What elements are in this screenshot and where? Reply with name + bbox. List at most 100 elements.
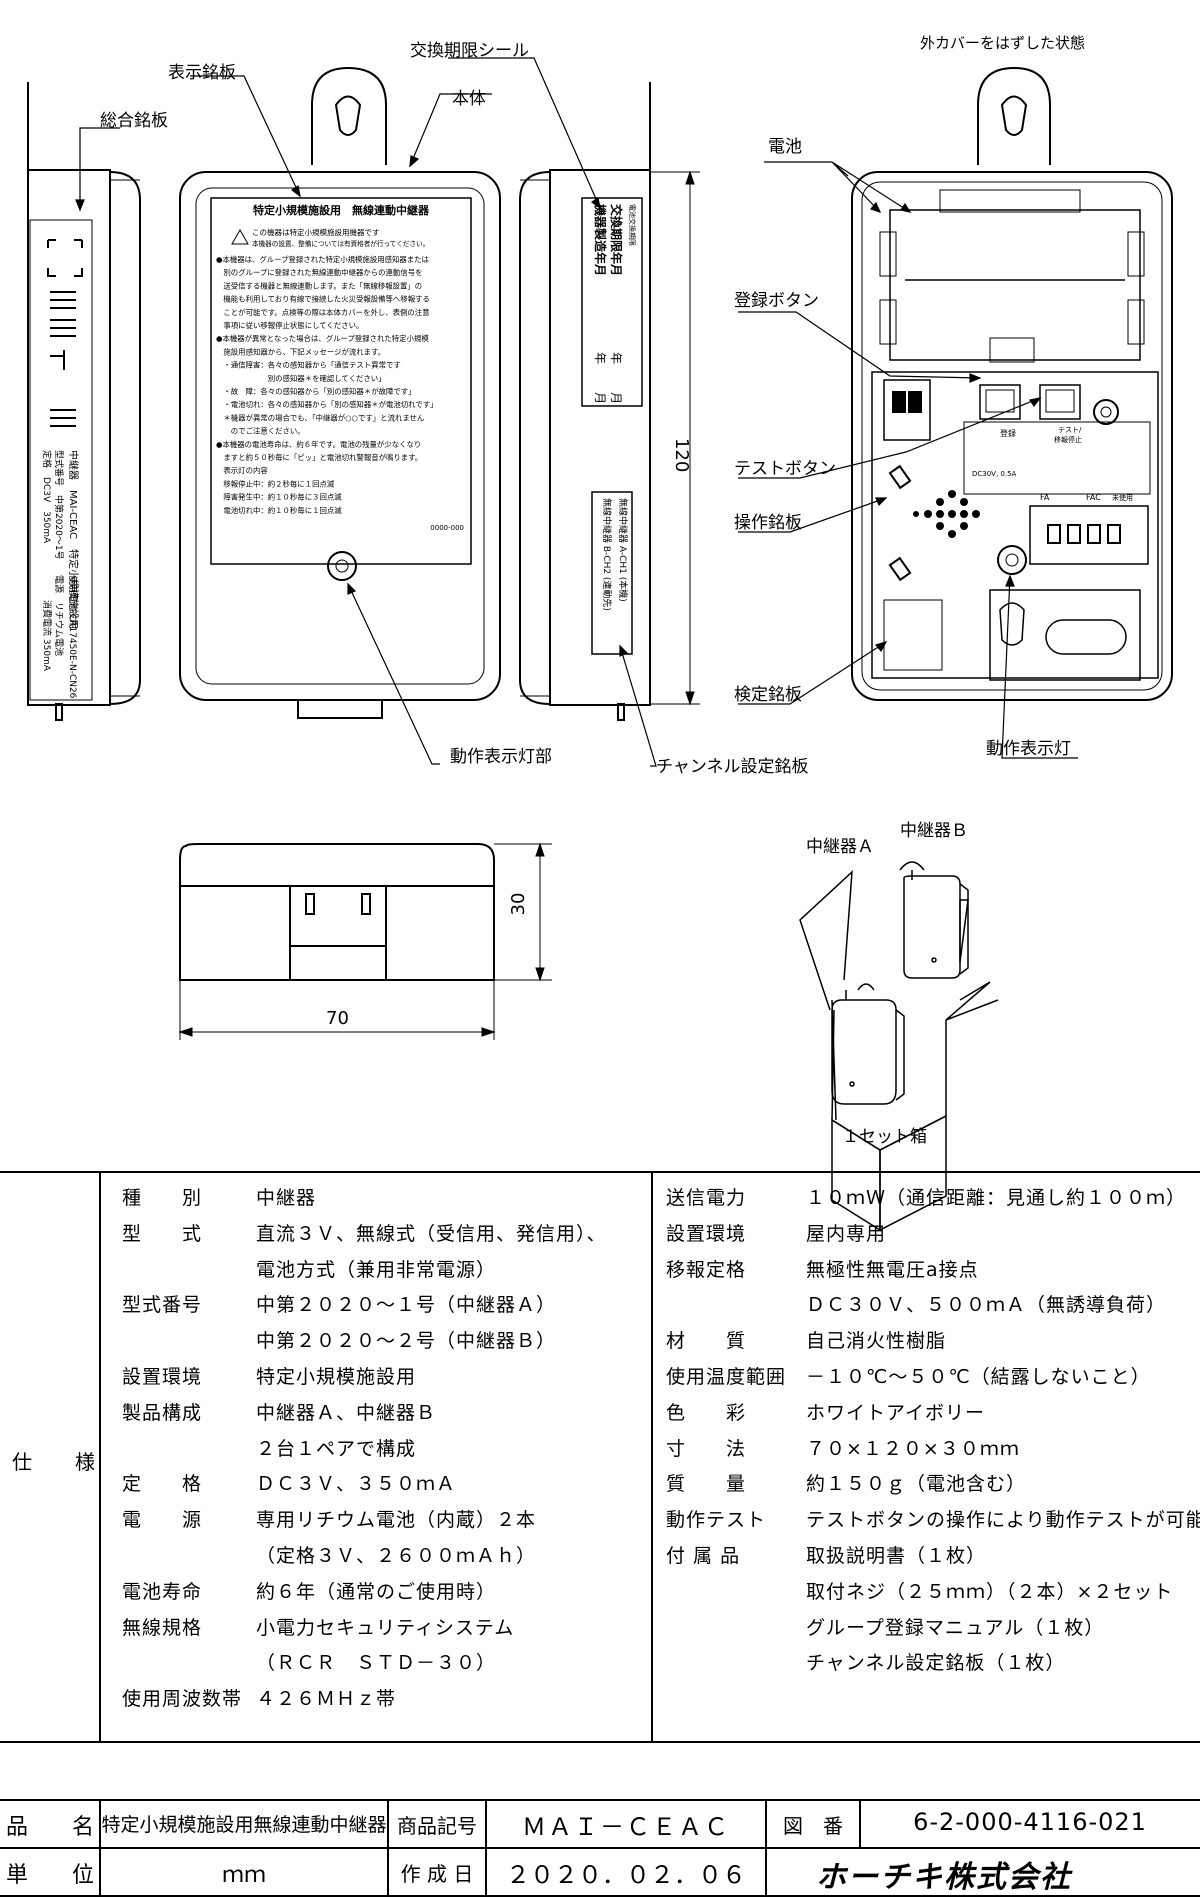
spec-section-label: 仕 様 [12,1450,96,1474]
front-view [179,66,501,719]
int-mishiyo: 未使用 [1112,493,1133,502]
spec-key: 無線規格 [122,1616,203,1639]
width-dimension [178,842,552,1040]
front-label-lines: ●本機器は、グループ登録された特定小規模施設用感知器または 別のグループに登録さ… [216,255,438,515]
zuban-value: 6-2-000-4116-021 [913,1808,1147,1836]
kigo-value: ＭＡＩ－ＣＥＡＣ [522,1813,730,1841]
spec-key: 型式番号 [122,1294,203,1317]
box-illustration [799,861,999,1232]
spec-value: ４２６ＭＨｚ帯 [256,1688,397,1711]
front-label-line: ●本機器の電池寿命は、約６年です。電池の残量が少なくなり [216,440,421,449]
front-label-warn-title: この機器は特定小規模施設用機器です [252,227,380,237]
spec-value: 自己消火性樹脂 [806,1330,947,1353]
seal-sub: 機器製造年月 [593,204,608,276]
spec-value: 無極性無電圧a接点 [806,1258,979,1281]
seal-row1-month: 月 [609,392,623,404]
label-set-box: １セット箱 [842,1127,927,1147]
side-label-l4: 電源 リチウム電池 [53,575,65,656]
label-sogo-meiban: 総合銘板 [100,111,168,131]
front-label-line: 障害発生中：約１０秒毎に３回点滅 [216,493,342,502]
zuban-label: 図 番 [783,1814,843,1838]
date-value: ２０２０．０２．０６ [506,1861,746,1889]
label-toroku-button: 登録ボタン [734,291,819,311]
spec-value: 中継器 [256,1187,317,1209]
front-label-line: ますと約５０秒毎に「ピッ」と電池切れ警報音が鳴ります。 [216,453,422,462]
expiry-seal: 電池交換期限 交換期限年月 機器製造年月 年 月 年 月 [581,197,643,407]
spec-value: 中第２０２０～２号（中継器Ｂ） [256,1330,557,1353]
spec-value: テストボタンの操作により動作テストが可能 [806,1509,1200,1532]
front-label-line: のでご注意ください。 [216,427,305,436]
height-dimension [650,170,700,706]
spec-value: 特定小規模施設用 [256,1366,417,1388]
spec-value: 中第２０２０～１号（中継器Ａ） [256,1294,557,1317]
seal-row2-month: 月 [593,392,607,404]
company-logo: ホーチキ株式会社 [816,1860,1072,1895]
label-relay-a: 中継器Ａ [806,837,874,857]
spec-value: 屋内専用 [806,1222,887,1245]
kigo-label: 商品記号 [397,1814,477,1838]
date-label: 作 成 日 [400,1862,474,1886]
front-label-line: ・電池切れ：各々の感知器から「別の感知器＊が電池切れです」 [216,400,438,409]
int-test2: 移報停止 [1054,435,1082,444]
spec-key: 型 式 [122,1222,203,1245]
spec-key: 寸 法 [666,1437,747,1460]
speaker-holes [913,490,980,538]
spec-value: ２台１ペアで構成 [256,1437,417,1460]
spec-key: 設置環境 [122,1366,203,1388]
channel-line1: 無線中継器 A-CH1 (本機) [617,498,629,602]
label-hontai: 本体 [452,89,486,109]
spec-key: 色 彩 [666,1401,747,1424]
spec-key: 使用周波数帯 [122,1688,243,1711]
front-label-line: 電池切れ中：約１０秒毎に１回点滅 [216,506,342,515]
spec-value: ＤＣ３０Ｖ、５００ｍＡ（無誘導負荷） [806,1294,1167,1317]
label-denchi: 電池 [768,137,802,157]
label-cover-off: 外カバーをはずした状態 [920,34,1085,52]
dim-height: 120 [671,438,692,472]
int-rating: DC30V, 0.5A [972,470,1017,478]
spec-key: 送信電力 [666,1187,747,1209]
internal-view [851,66,1173,701]
spec-value: （ＲＣＲ ＳＴＤ－３０） [256,1652,497,1675]
front-label-line: ことが可能です。点検等の際は本体カバーを外し、表側の注意 [216,308,430,317]
front-label-warn-sub: 本機器の設置、整備については有資格者が行ってください。 [252,239,429,248]
hyoji-meiban: 特定小規模施設用 無線連動中継器 この機器は特定小規模施設用機器です 本機器の設… [210,197,472,565]
front-label-line: ●本機器が異常となった場合は、グループ登録された特定小規模 [216,334,429,343]
spec-key: 電 源 [122,1509,203,1532]
spec-value: ＤＣ３Ｖ、３５０ｍＡ [256,1473,457,1496]
front-label-line: 機能も利用しており有線で接続した火災受報設備等へ移報する [216,295,430,304]
side-label-l1: 中継器 MAI-CEAC 特定小規模施設用 [67,450,80,629]
side-view-right [519,82,651,721]
label-channel-meiban: チャンネル設定銘板 [656,757,809,777]
internal-plate: 登録 テスト/ 移報停止 DC30V, 0.5A FA FAC 未使用 [972,426,1133,502]
channel-plate: 無線中継器 A-CH1 (本機) 無線中継器 B-CH2 (連動先) [591,491,633,655]
label-sosa-meiban: 操作銘板 [734,513,802,533]
spec-value: －１０℃～５０℃（結露しないこと） [806,1366,1151,1388]
spec-value: 専用リチウム電池（内蔵）２本 [256,1509,537,1532]
front-label-line: 表示灯の内容 [216,466,268,475]
seal-header: 電池交換期限 [628,204,637,246]
int-fac: FAC [1086,493,1101,502]
front-label-line: ＊機器が異常の場合でも、「中継器が○○です」と流れません [216,413,424,422]
spec-value: 約１５０ｇ（電池含む） [806,1473,1027,1496]
spec-value: チャンネル設定銘板（１枚） [806,1652,1066,1675]
channel-line2: 無線中継器 B-CH2 (連動先) [601,498,613,611]
side-view-left [27,82,141,721]
label-dosa-hyojito: 動作表示灯 [986,739,1071,759]
label-kokan-seal: 交換期限シール [410,41,529,61]
side-label-l2: 型式番号 中第2020～1号 [53,450,65,560]
spec-value: 中継器Ａ、中継器Ｂ [256,1401,437,1424]
front-label-line: 事項に従い移報停止状態にしてください。 [216,321,363,330]
spec-value: １０ｍＷ（通信距離：見通し約１００ｍ） [806,1187,1187,1209]
label-kentei-meiban: 検定銘板 [734,685,802,705]
front-label-line: 送受信する機器と無線連動します。また「無線移報設置」の [216,281,422,290]
int-fa: FA [1040,493,1050,502]
seal-row1-year: 年 [609,352,623,364]
spec-value: 取扱説明書（１枚） [806,1545,987,1567]
tani-label: 単 位 [5,1863,94,1888]
spec-value: 約６年（通常のご使用時） [256,1580,497,1603]
spec-key: 移報定格 [666,1258,747,1281]
front-label-title: 特定小規模施設用 無線連動中継器 [253,203,430,217]
spec-value: 小電力セキュリティシステム [256,1616,515,1639]
spec-key: 質 量 [666,1473,747,1496]
